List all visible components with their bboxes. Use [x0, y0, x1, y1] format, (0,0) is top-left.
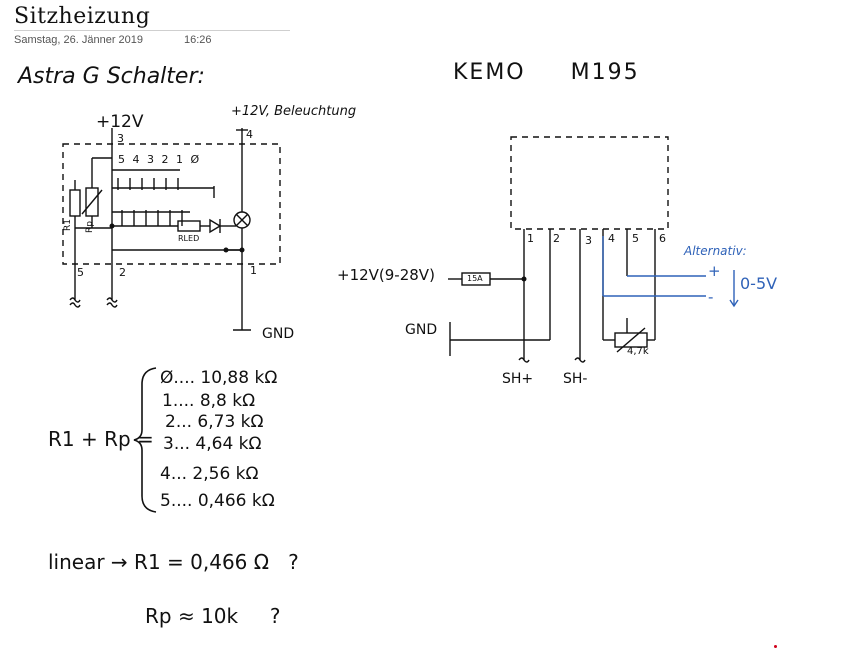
kemo-pin-5: 5 [632, 232, 639, 245]
kemo-pin-4: 4 [608, 232, 615, 245]
junction-dot [521, 276, 527, 282]
sh-minus-label: SH- [563, 371, 588, 387]
resistance-row: 2... 6,73 kΩ [165, 412, 264, 432]
red-dot-mark [774, 645, 777, 648]
resistance-row: 3... 4,64 kΩ [163, 434, 262, 454]
pot-label: 4,7k [627, 346, 649, 357]
resistance-row: Ø.... 10,88 kΩ [160, 368, 278, 388]
page-date: Samstag, 26. Jänner 2019 [14, 34, 144, 46]
resistance-row: 4... 2,56 kΩ [160, 464, 259, 484]
linear-note: linear → R1 = 0,466 Ω ? [48, 550, 299, 574]
kemo-pin-1: 1 [527, 232, 534, 245]
alternative-wiring [602, 236, 739, 308]
alternative-range: 0-5V [740, 274, 778, 293]
supply-label: +12V(9-28V) [337, 266, 435, 284]
resistance-row: 1.... 8,8 kΩ [162, 391, 256, 411]
alternative-label: Alternativ: [684, 244, 747, 258]
pin-4-label: 4 [246, 128, 253, 141]
junction-dot [223, 247, 229, 253]
junction-dot [109, 223, 115, 229]
kemo-module-box [510, 136, 669, 230]
label-12v-beleuchtung: +12V, Beleuchtung [231, 104, 357, 119]
pin-3-label: 3 [117, 132, 124, 145]
led-symbol [209, 218, 222, 234]
gnd-label-left: GND [262, 326, 295, 342]
pin-2-label: 2 [119, 266, 126, 279]
switch-positions-label: 5 4 3 2 1 Ø [118, 153, 202, 166]
rled-label: RLED [178, 234, 200, 243]
gnd-label-right: GND [405, 322, 438, 338]
alternative-plus: + [708, 262, 721, 280]
kemo-heading: KEMO M195 [453, 60, 640, 85]
switch-housing [62, 143, 281, 265]
sh-plus-label: SH+ [502, 371, 534, 387]
page-time: 16:26 [184, 34, 212, 46]
pin-5-label: 5 [77, 266, 84, 279]
alternative-minus: - [708, 288, 714, 306]
label-12v: +12V [96, 112, 144, 132]
kemo-pin-2: 2 [553, 232, 560, 245]
resistance-row: 5.... 0,466 kΩ [160, 491, 275, 511]
junction-dot [239, 247, 245, 253]
rp-note: Rp ≈ 10k ? [145, 604, 281, 628]
title-divider [14, 30, 290, 31]
kemo-pin-3: 3 [585, 234, 592, 247]
kemo-pin-6: 6 [659, 232, 666, 245]
pin-1-label: 1 [250, 264, 257, 277]
astra-heading: Astra G Schalter: [18, 64, 205, 89]
fuse-label: 15A [467, 274, 483, 283]
page-title: Sitzheizung [14, 4, 151, 29]
